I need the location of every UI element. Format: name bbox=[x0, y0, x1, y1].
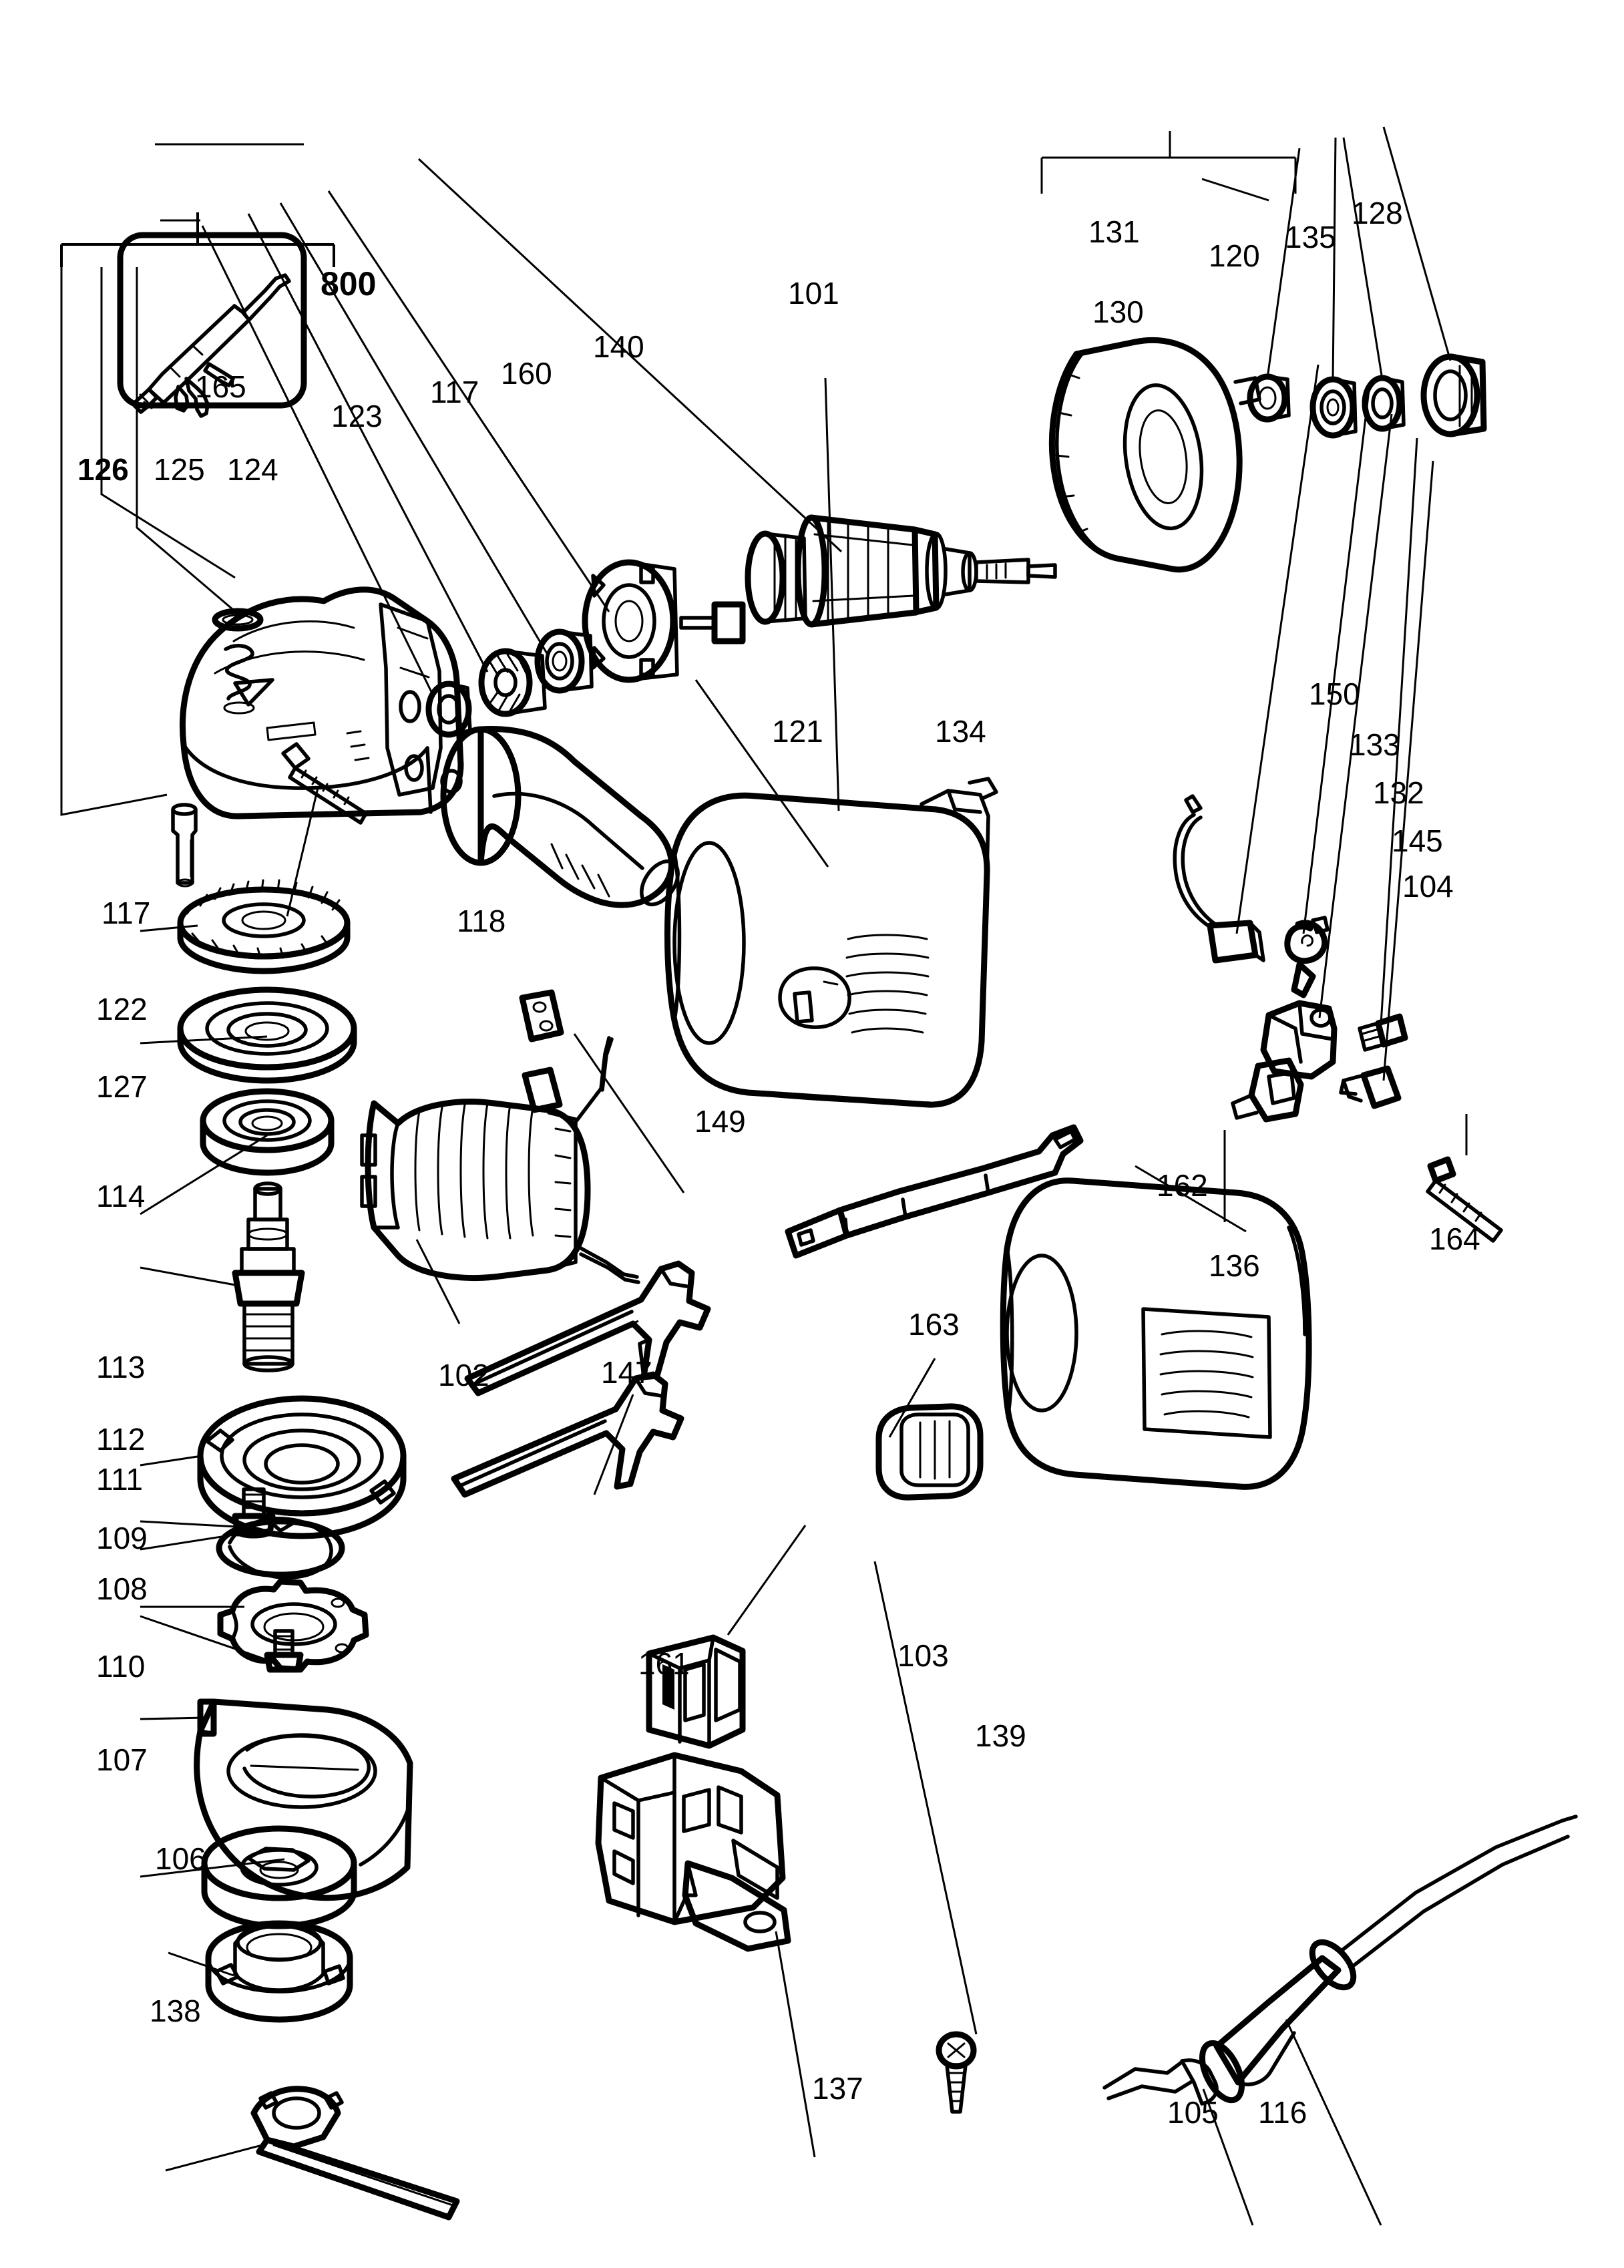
part-117-bevel-gear bbox=[177, 879, 351, 974]
part-147-actuator-rod bbox=[464, 1260, 711, 1396]
callout-120-bearing: 120 bbox=[1209, 238, 1260, 273]
callout-116-cord-protector: 116 bbox=[1258, 2095, 1307, 2130]
part-128-bearing-ring bbox=[1420, 353, 1487, 437]
callout-112-screw: 112 bbox=[96, 1422, 146, 1457]
part-111-retaining-ring bbox=[216, 1517, 345, 1579]
part-113-gear-cover bbox=[197, 1395, 407, 1539]
part-124-oring bbox=[212, 608, 264, 632]
part-137-switch-housing bbox=[595, 1752, 791, 1952]
callout-132-brush-holder: 132 bbox=[1373, 775, 1424, 810]
callout-160-bearing: 160 bbox=[501, 356, 552, 391]
callout-136-rear-cover: 136 bbox=[1209, 1248, 1260, 1283]
callout-104-terminal: 104 bbox=[1402, 869, 1454, 904]
part-133-brush-spring bbox=[1284, 916, 1330, 998]
part-101-armature bbox=[679, 514, 1057, 644]
callout-133-brush-spring: 133 bbox=[1349, 727, 1400, 762]
part-121-side-handle bbox=[440, 726, 680, 908]
part-122-flange bbox=[177, 986, 357, 1084]
part-104-terminal bbox=[1339, 1065, 1402, 1109]
leader-lines bbox=[140, 126, 1468, 2226]
callout-161-actuator-rod: 161 bbox=[638, 1646, 690, 1681]
part-149-field-terminal bbox=[519, 989, 564, 1113]
part-164-screw bbox=[1426, 1156, 1503, 1243]
part-103-switch bbox=[646, 1634, 746, 1749]
part-138-spanner-wrench bbox=[250, 2086, 460, 2221]
callout-147-actuator-rod: 147 bbox=[601, 1355, 652, 1390]
callout-164-screw: 164 bbox=[1429, 1221, 1480, 1256]
part-108-screw bbox=[264, 1629, 304, 1673]
callout-107-backing-flange: 107 bbox=[96, 1742, 148, 1777]
part-145-screw bbox=[1358, 1013, 1408, 1052]
callout-139-screw: 139 bbox=[975, 1718, 1026, 1753]
part-102-field bbox=[360, 1036, 640, 1284]
callout-101-armature: 101 bbox=[788, 276, 839, 311]
part-132-brush-holder bbox=[1231, 1000, 1338, 1123]
callout-123-washer: 123 bbox=[331, 399, 383, 433]
callout-117-bevel-pinion: 117 bbox=[430, 375, 479, 409]
callout-137-switch-housing: 137 bbox=[812, 2071, 863, 2106]
part-118-screw bbox=[281, 742, 368, 825]
callout-103-switch: 103 bbox=[897, 1638, 949, 1673]
callout-114-spindle: 114 bbox=[96, 1179, 146, 1213]
gear-case-housing bbox=[179, 586, 464, 819]
part-150-carbon-brush bbox=[1173, 794, 1265, 964]
callout-130-fan-baffle: 130 bbox=[1092, 295, 1144, 329]
callout-113-gear-cover: 113 bbox=[96, 1350, 146, 1384]
part-127-ball-bearing bbox=[200, 1088, 335, 1176]
part-126-lock-pin bbox=[171, 803, 198, 888]
part-105-cord-and-116-protector bbox=[1102, 1815, 1578, 2106]
part-106-inner-flange bbox=[205, 1920, 353, 2023]
callout-800-grease-gun: 800 bbox=[321, 265, 377, 303]
callout-118-screw: 118 bbox=[457, 904, 506, 938]
part-123-washer bbox=[425, 681, 472, 738]
callout-122-flange: 122 bbox=[96, 992, 148, 1026]
part-139-screw bbox=[936, 2031, 977, 2114]
part-160-bearing bbox=[534, 628, 594, 694]
part-134-field-case bbox=[664, 777, 998, 1108]
callout-106-inner-flange: 106 bbox=[155, 1841, 206, 1876]
callout-150-carbon-brush: 150 bbox=[1309, 677, 1360, 711]
callout-162-lock-lever: 162 bbox=[1157, 1168, 1208, 1203]
bracket-165-group bbox=[60, 212, 335, 267]
part-107-backing-flange bbox=[201, 1825, 357, 1929]
callout-108-screw: 108 bbox=[96, 1571, 148, 1606]
callout-126-spindle-lock-kit: 126 bbox=[77, 452, 129, 487]
part-110-wheel-guard bbox=[194, 1698, 413, 1901]
part-136-rear-cover bbox=[1000, 1177, 1312, 1490]
callout-102-field: 102 bbox=[438, 1358, 489, 1392]
callout-121-side-handle: 121 bbox=[772, 714, 823, 749]
part-125-spring bbox=[223, 644, 255, 715]
part-135-bearing-b bbox=[1362, 375, 1406, 432]
part-161-actuator-rod bbox=[451, 1371, 684, 1498]
part-140-baffle-plate bbox=[582, 559, 679, 683]
callout-105-power-cord: 105 bbox=[1167, 2095, 1219, 2130]
callout-163-switch-button: 163 bbox=[908, 1307, 960, 1342]
part-163-switch-button bbox=[875, 1403, 984, 1501]
part-114-spindle bbox=[232, 1181, 305, 1372]
part-130-fan-baffle bbox=[1048, 337, 1261, 573]
callout-127-ball-bearing: 127 bbox=[96, 1069, 148, 1104]
part-162-lock-lever bbox=[785, 1124, 1084, 1259]
part-135-bearing-a bbox=[1309, 376, 1358, 439]
callout-149-field-terminal: 149 bbox=[694, 1104, 746, 1139]
callout-110-wheel-guard: 110 bbox=[96, 1649, 146, 1684]
callout-131-bracket-group: 131 bbox=[1088, 214, 1140, 249]
callout-125-spring: 125 bbox=[154, 452, 205, 487]
callout-109-bearing-plate: 109 bbox=[96, 1521, 148, 1555]
callout-135-bearing: 135 bbox=[1285, 220, 1336, 254]
part-120-bearing bbox=[1247, 373, 1291, 423]
callout-165-gear-case-kit: 165 bbox=[195, 369, 246, 404]
callout-111-retaining-ring: 111 bbox=[96, 1462, 143, 1497]
callout-124-o-ring: 124 bbox=[227, 452, 278, 487]
callout-138-spanner-wrench: 138 bbox=[150, 1994, 201, 2028]
callout-145-screw: 145 bbox=[1392, 823, 1443, 858]
callout-128-bearing-ring: 128 bbox=[1352, 196, 1403, 230]
callout-117-bevel-gear-left: 117 bbox=[102, 896, 151, 930]
callout-140-baffle-plate: 140 bbox=[593, 329, 644, 364]
callout-134-field-case: 134 bbox=[935, 714, 986, 749]
